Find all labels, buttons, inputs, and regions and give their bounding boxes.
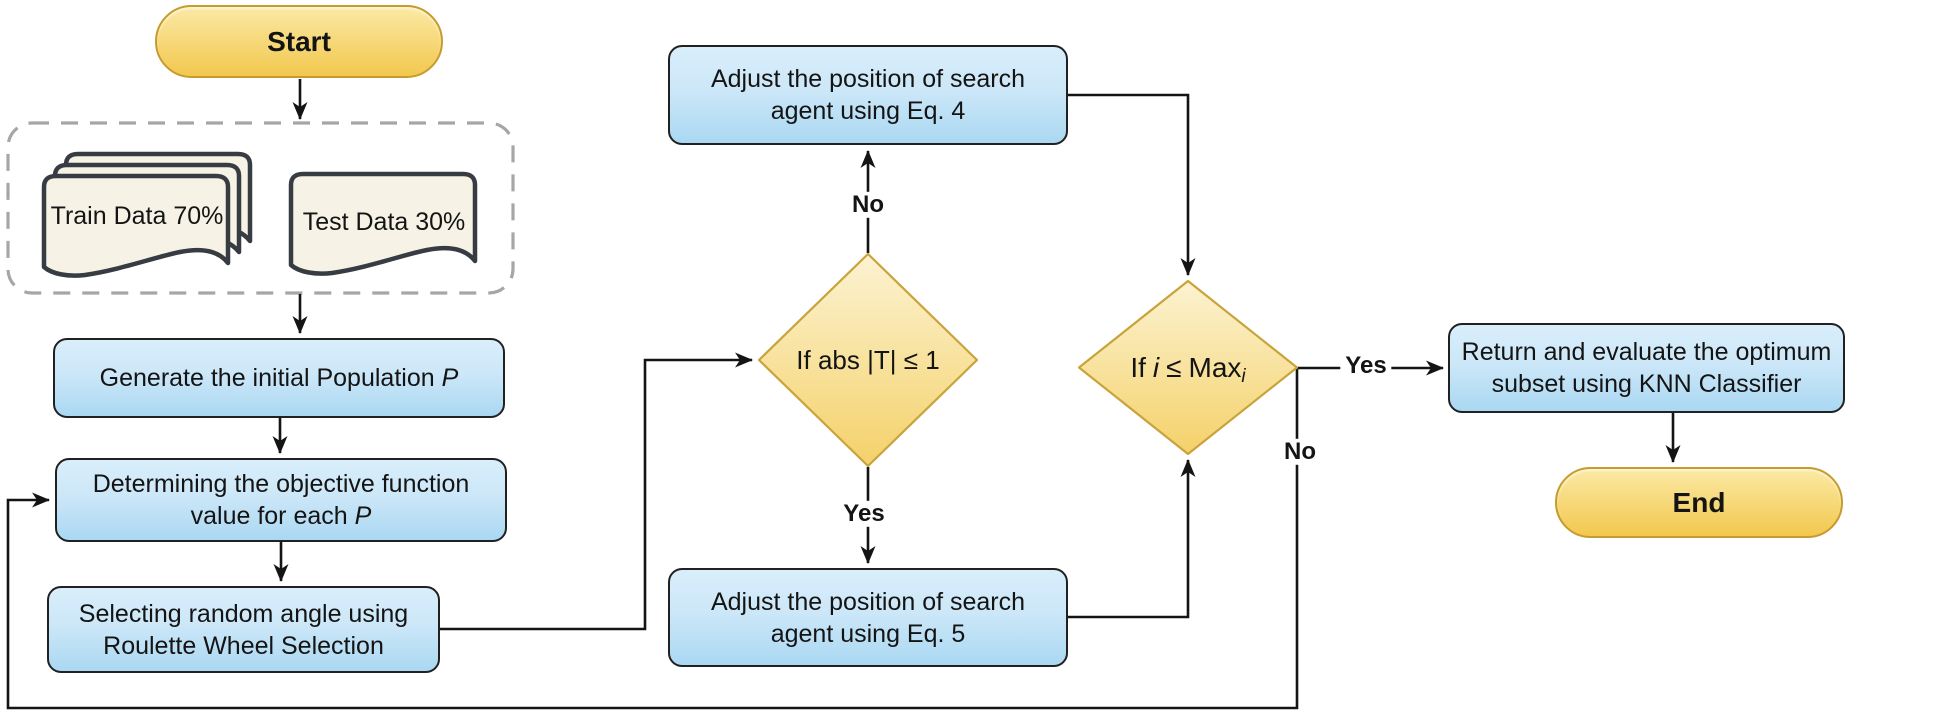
adjust-eq5-line2: agent using Eq. 5 xyxy=(770,619,966,648)
end-node: End xyxy=(1555,467,1843,538)
test-document-label: Test Data 30% xyxy=(302,208,466,236)
edge-label-yes-right: Yes xyxy=(1340,352,1392,380)
generate-population-node: Generate the initial Population P xyxy=(53,338,505,418)
train-document-label: Train Data 70% xyxy=(50,202,224,230)
return-knn-line1: Return and evaluate the optimum xyxy=(1461,338,1832,366)
decision-max-iter-node: If i ≤ Maxi xyxy=(1078,280,1298,455)
edge-label-no-loop: No xyxy=(1279,438,1321,466)
decision-abs-t-label: If abs |T| ≤ 1 xyxy=(796,344,940,375)
roulette-selection-node: Selecting random angle using Roulette Wh… xyxy=(47,586,440,673)
objective-function-line2: value for each P xyxy=(190,502,372,530)
return-knn-node: Return and evaluate the optimum subset u… xyxy=(1448,323,1845,413)
edge-eq5-decision-iter xyxy=(1068,459,1196,619)
max-with-subscript: Maxi xyxy=(1188,351,1246,387)
adjust-eq5-node: Adjust the position of search agent usin… xyxy=(668,568,1068,667)
start-label: Start xyxy=(267,25,331,57)
adjust-eq4-line2: agent using Eq. 4 xyxy=(770,97,966,125)
roulette-line1: Selecting random angle using xyxy=(78,599,409,628)
edge-label-yes-mid: Yes xyxy=(838,500,890,528)
start-node: Start xyxy=(155,5,443,78)
return-knn-line2: subset using KNN Classifier xyxy=(1491,370,1802,398)
objective-function-line1: Determining the objective function xyxy=(92,470,470,498)
adjust-eq5-line1: Adjust the position of search xyxy=(710,587,1026,616)
decision-max-iter-label: If i ≤ Maxi xyxy=(1130,351,1246,387)
roulette-line2: Roulette Wheel Selection xyxy=(103,631,384,660)
adjust-eq4-node: Adjust the position of search agent usin… xyxy=(668,45,1068,145)
edge-eq4-decision-iter xyxy=(1068,93,1196,276)
adjust-eq4-line1: Adjust the position of search xyxy=(710,65,1026,93)
generate-population-label: Generate the initial Population P xyxy=(99,364,459,392)
end-label: End xyxy=(1672,486,1726,518)
decision-abs-t-node: If abs |T| ≤ 1 xyxy=(758,253,978,467)
objective-function-node: Determining the objective function value… xyxy=(55,458,507,542)
edge-label-no-top: No xyxy=(847,191,889,219)
